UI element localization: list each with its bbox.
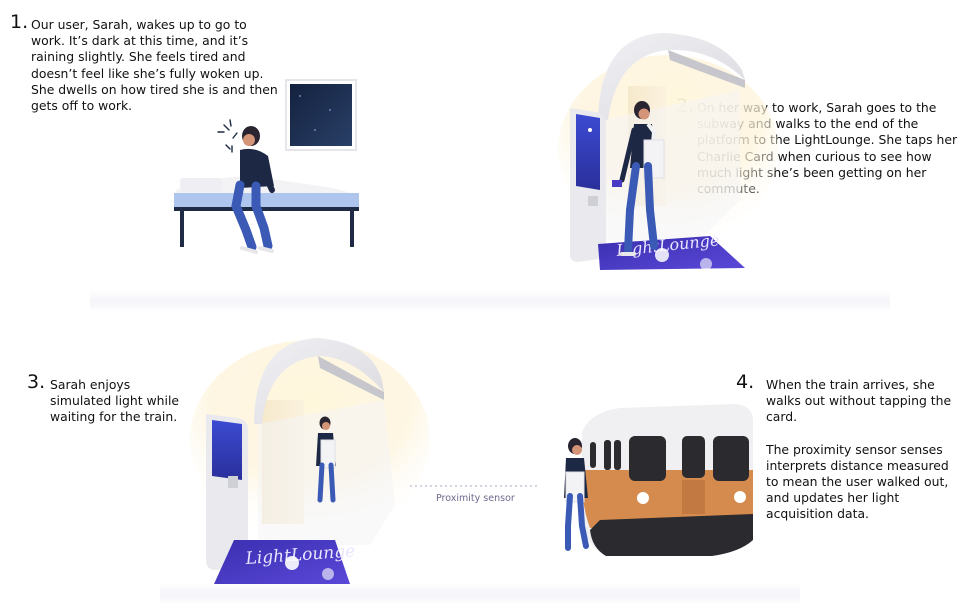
scene-2-lightlounge: LightLounge [558,33,778,270]
step-1-text: Our user, Sarah, wakes up to go to work.… [31,17,278,114]
step-4-paragraph-1: When the train arrives, she walks out wi… [766,377,952,425]
floor-haze-bottom [160,583,800,605]
scene-1-bedroom [174,79,359,254]
proximity-sensor-label: Proximity sensor [436,493,515,504]
step-1-number: 1. [10,11,29,33]
sarah-standing-figure-3 [316,416,336,503]
floor-haze-top [90,290,890,312]
sparkle-icon [217,119,238,153]
step-4-text: When the train arrives, she walks out wi… [766,377,958,523]
step-3-number: 3. [27,371,46,393]
sarah-standing-figure-2 [612,101,665,256]
window-icon [285,79,357,151]
bed-icon [174,176,359,247]
sarah-walking-figure-4 [564,438,589,551]
step-4-paragraph-2: The proximity sensor senses interprets d… [766,441,949,522]
kiosk-icon [570,108,606,262]
step-4-number: 4. [736,371,755,393]
lamp-canopy-icon-3 [254,338,395,545]
sarah-sitting-figure [231,126,275,254]
kiosk-icon-3 [206,414,248,570]
step-3-text: Sarah enjoys simulated light while waiti… [50,377,180,425]
scene-3-waiting: LightLounge [190,338,430,584]
subway-train-icon [582,404,753,556]
lightlounge-mat-3: LightLounge [214,540,356,584]
